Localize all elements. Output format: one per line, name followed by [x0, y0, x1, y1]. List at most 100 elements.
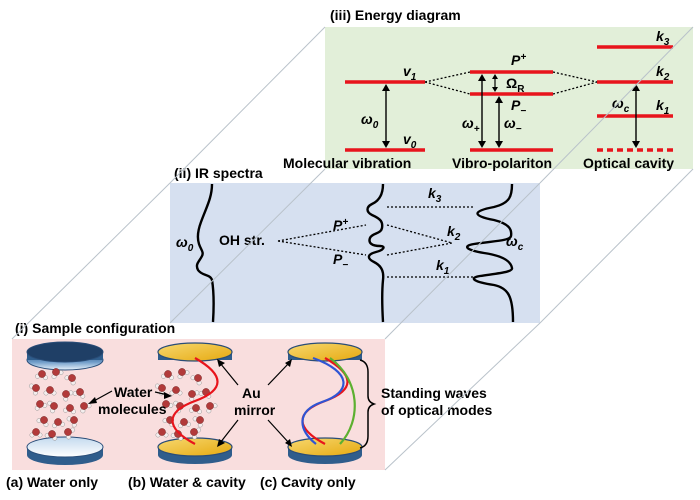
water-molecule — [155, 383, 166, 396]
arrow-omega-c-head-top — [632, 84, 640, 91]
disk-a-bottom — [26, 436, 104, 465]
label-k1: k1 — [656, 97, 670, 117]
arrow-omega-minus-head-bottom — [495, 141, 503, 148]
water-molecule — [155, 428, 169, 438]
water-molecule — [80, 402, 92, 414]
water-molecule — [160, 400, 174, 411]
water-molecule — [188, 390, 200, 402]
water-molecule — [36, 416, 49, 427]
water-molecule — [47, 400, 58, 414]
label-p-minus: P− — [511, 97, 526, 117]
water-molecule — [189, 404, 202, 415]
water-molecule — [190, 374, 202, 386]
caption-molecular-vibration: Molecular vibration — [283, 155, 411, 171]
arrow-omega0-head-top — [382, 84, 390, 91]
water-molecule — [51, 368, 64, 379]
water-molecule — [170, 430, 184, 441]
label-k2: k2 — [656, 63, 670, 83]
standing-wave-c-blue — [301, 356, 345, 445]
spectrum-cavity — [465, 183, 515, 323]
water-molecules-a — [29, 368, 92, 441]
caption-vibro-polariton: Vibro-polariton — [452, 155, 552, 171]
pointer-water-left-head — [88, 397, 97, 404]
standing-wave-b-red — [171, 357, 219, 445]
water-molecule — [161, 370, 174, 381]
arrow-omega-plus-head-top — [478, 74, 486, 81]
panel-energy-diagram: (iii) Energy diagram v1 v0 ω0 P+ P− ΩR ω… — [283, 7, 693, 171]
label-au-1: Au — [242, 385, 261, 401]
arrow-rabi-head-top — [492, 74, 498, 79]
spectrum-water — [195, 183, 215, 323]
label-v1: v1 — [403, 63, 417, 83]
label-omega-c-spectrum: ωc — [506, 233, 524, 253]
water-molecule — [169, 386, 183, 396]
water-molecule — [29, 428, 43, 438]
disk-a-top — [26, 341, 104, 371]
label-standing-waves-1: Standing waves — [381, 385, 487, 401]
label-omega-minus: ω− — [504, 115, 522, 135]
water-molecule — [178, 418, 191, 429]
coupling-lines-iii — [424, 71, 598, 95]
water-molecule — [190, 427, 201, 440]
panel-ii-title: (ii) IR spectra — [174, 165, 263, 181]
pointers-au-mirror — [219, 362, 290, 444]
label-rabi-splitting: ΩR — [506, 75, 525, 95]
panel-sample-configuration: (i) Sample configuration — [6, 320, 492, 490]
water-molecule — [206, 402, 218, 414]
panel-ir-spectra: (ii) IR spectra OH str. ω0 P+ P− k3 k2 k… — [170, 165, 540, 323]
label-k1-spectrum: k1 — [436, 257, 450, 277]
label-p-plus-spectrum: P+ — [333, 217, 348, 233]
water-molecule — [192, 416, 204, 428]
label-p-plus: P+ — [511, 52, 526, 68]
spectrum-water-cavity — [366, 183, 385, 323]
pointer-water-right-head — [164, 392, 172, 399]
label-k2-spectrum: k2 — [447, 223, 461, 243]
label-omega0: ω0 — [361, 111, 379, 131]
water-molecule — [52, 418, 65, 429]
arrow-omega-c-head-bottom — [632, 141, 640, 148]
water-molecule — [64, 374, 76, 386]
caption-cavity-only: (c) Cavity only — [260, 474, 356, 490]
caption-optical-cavity: Optical cavity — [583, 155, 674, 171]
label-p-minus-spectrum: P− — [333, 251, 348, 271]
water-molecule — [66, 416, 78, 428]
water-molecule — [72, 388, 86, 399]
label-omega0-spectrum: ω0 — [176, 234, 194, 254]
water-molecule — [177, 368, 190, 379]
water-molecule — [63, 404, 76, 415]
coupling-lines-ii — [277, 206, 473, 278]
water-molecule — [29, 383, 40, 396]
label-v0: v0 — [403, 131, 417, 151]
mirror-c-top — [287, 342, 363, 362]
mirror-c-bottom — [287, 437, 363, 464]
arrow-omega-plus-head-bottom — [478, 141, 486, 148]
water-molecule — [44, 430, 58, 441]
label-k3: k3 — [656, 28, 670, 48]
brace-standing-waves — [359, 359, 377, 449]
label-oh-stretch: OH str. — [219, 232, 265, 248]
label-au-2: mirror — [234, 402, 276, 418]
panel-i-title: (i) Sample configuration — [15, 320, 175, 336]
mirror-b-bottom — [157, 437, 233, 464]
caption-water-only: (a) Water only — [6, 474, 98, 490]
arrow-omega0-head-bottom — [382, 141, 390, 148]
panel-iii-title: (iii) Energy diagram — [330, 7, 461, 23]
water-molecule — [62, 390, 74, 402]
caption-water-cavity: (b) Water & cavity — [128, 474, 246, 490]
label-water-molecules-2: molecules — [98, 401, 167, 417]
standing-wave-c-green — [329, 357, 356, 445]
pointers-au-mirror-heads — [217, 359, 292, 447]
water-molecule — [34, 400, 48, 411]
arrow-omega-minus-head-top — [495, 96, 503, 103]
label-standing-waves-2: of optical modes — [381, 402, 492, 418]
water-molecule — [43, 386, 57, 396]
arrow-rabi-head-bottom — [492, 87, 498, 92]
perspective-frame — [11, 26, 694, 471]
label-omega-plus: ω+ — [462, 115, 480, 135]
water-molecule — [64, 427, 75, 440]
label-water-molecules-1: Water — [114, 384, 153, 400]
mirror-b-top — [157, 342, 233, 362]
water-molecule — [35, 370, 48, 381]
label-k3-spectrum: k3 — [428, 185, 442, 205]
